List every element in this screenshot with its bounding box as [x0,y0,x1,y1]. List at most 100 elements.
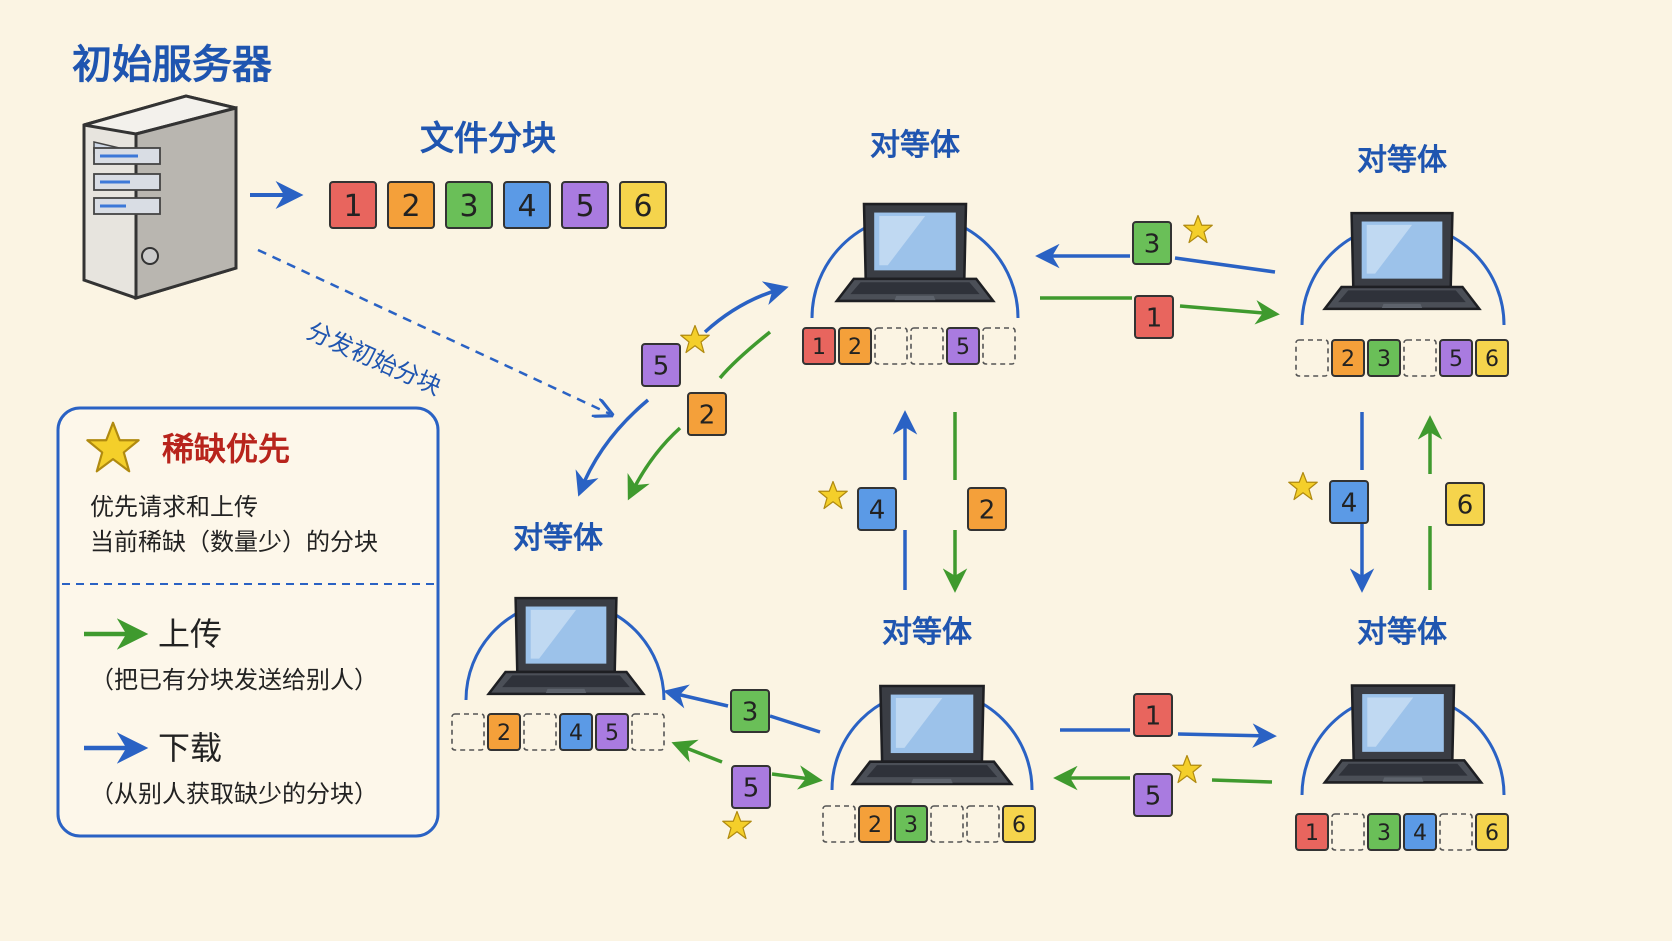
peer-5-label: 对等体 [1357,615,1448,650]
transfer-chunk-2: 2 [967,487,1007,531]
chunk-number: 4 [1341,488,1358,518]
star-icon [680,324,710,354]
laptop-icon [1323,211,1481,311]
chunk-missing [1295,339,1329,377]
chunk-missing [930,805,964,843]
chunk-6: 6 [1475,339,1509,377]
file-chunk-6: 6 [619,181,667,229]
transfer-arrow [668,692,821,734]
file-chunk-5: 5 [561,181,609,229]
file-chunk-3: 3 [445,181,493,229]
laptop-icon [851,684,1013,786]
transfer-chunk-3: 3 [730,689,770,733]
legend-rarest-desc-2: 当前稀缺（数量少）的分块 [90,528,378,556]
star-icon [1183,214,1213,244]
chunk-number: 1 [1145,701,1162,731]
chunk-number: 6 [1485,347,1499,372]
transfer-arrow [1040,298,1275,314]
chunk-missing [874,327,908,365]
file-chunk-1: 1 [329,181,377,229]
transfer-chunk-4: 4 [857,487,897,531]
chunk-missing [451,713,485,751]
transfer-chunk-5: 5 [1133,773,1173,817]
chunk-2: 2 [487,713,521,751]
chunk-number: 2 [699,400,716,430]
star-icon [1288,471,1318,501]
file-chunk-4: 4 [503,181,551,229]
transfer-arrow [771,765,823,790]
peer-2-label: 对等体 [1357,143,1448,178]
chunk-3: 3 [1367,339,1401,377]
chunk-5: 5 [595,713,629,751]
legend-rarest-title: 稀缺优先 [162,430,290,468]
distribute-label: 分发初始分块 [303,317,446,401]
transfer-arrow [627,426,682,501]
transfer-arrow [1060,730,1272,736]
star-icon [722,810,752,840]
chunk-number: 3 [1377,821,1391,846]
chunk-5: 5 [1439,339,1473,377]
transfer-arrow [1040,256,1276,272]
chunk-number: 2 [868,813,882,838]
file-chunk-2: 2 [387,181,435,229]
chunk-missing [523,713,557,751]
chunk-number: 3 [904,813,918,838]
chunk-number: 5 [653,351,670,381]
legend-download-desc: （从别人获取缺少的分块） [90,780,378,808]
chunk-2: 2 [838,327,872,365]
transfer-arrow [1058,778,1273,782]
file-chunks-title: 文件分块 [420,119,556,159]
transfer-chunk-1: 1 [1134,295,1174,339]
chunk-missing [822,805,856,843]
chunk-number: 1 [1146,303,1163,333]
chunk-missing [1439,813,1473,851]
chunk-number: 5 [1449,347,1463,372]
chunk-number: 4 [517,189,536,224]
chunk-4: 4 [1403,813,1437,851]
chunk-missing [1331,813,1365,851]
chunk-number: 5 [743,773,760,803]
chunk-number: 1 [1305,821,1319,846]
peer-3-label: 对等体 [513,521,604,556]
chunk-number: 3 [1377,347,1391,372]
chunk-6: 6 [1475,813,1509,851]
chunk-number: 1 [343,189,362,224]
chunk-5: 5 [946,327,980,365]
chunk-number: 6 [1485,821,1499,846]
transfer-arrow [575,398,650,497]
transfer-arrow [718,330,772,380]
chunk-number: 2 [497,721,511,746]
chunk-6: 6 [1002,805,1036,843]
legend-panel: 稀缺优先 优先请求和上传 当前稀缺（数量少）的分块 上传 （把已有分块发送给别人… [56,406,440,838]
chunk-missing [1403,339,1437,377]
chunk-number: 4 [1413,821,1427,846]
legend-upload-label: 上传 [158,615,222,653]
chunk-number: 6 [1457,490,1474,520]
legend-download-label: 下载 [158,729,222,767]
distribute-arrow [257,248,610,414]
transfer-arrow [703,281,789,334]
transfer-chunk-5: 5 [731,765,771,809]
chunk-missing [910,327,944,365]
legend-upload-desc: （把已有分块发送给别人） [90,666,378,694]
chunk-number: 3 [1144,229,1161,259]
chunk-3: 3 [1367,813,1401,851]
chunk-3: 3 [894,805,928,843]
chunk-number: 5 [605,721,619,746]
laptop-icon [487,596,645,696]
chunk-missing [966,805,1000,843]
chunk-number: 2 [401,189,420,224]
chunk-number: 4 [869,495,886,525]
transfer-chunk-6: 6 [1445,482,1485,526]
chunk-2: 2 [858,805,892,843]
transfer-arrow [671,739,723,764]
chunk-number: 5 [575,189,594,224]
